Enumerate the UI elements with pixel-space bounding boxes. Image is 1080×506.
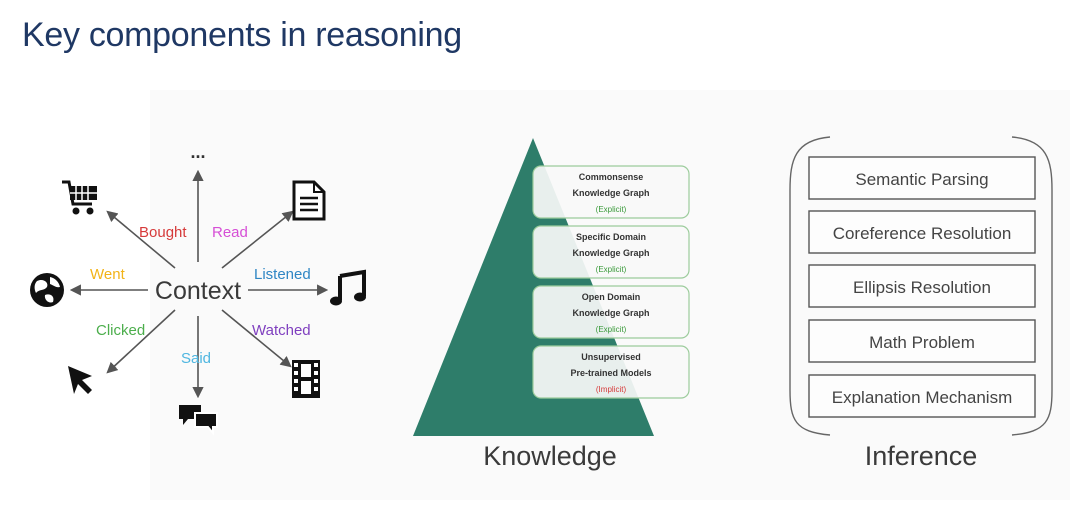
knowledge-pyramid: Commonsense Knowledge Graph (Explicit) S… (413, 138, 690, 471)
layer-card-specific-domain: Specific Domain Knowledge Graph (Explici… (532, 225, 690, 279)
layer-tag: (Explicit) (596, 205, 627, 214)
inference-item-label: Coreference Resolution (833, 224, 1012, 243)
top-ellipsis: ... (190, 142, 205, 162)
left-brace (789, 136, 831, 436)
spoke-label-listened: Listened (254, 266, 311, 283)
context-center-label: Context (155, 277, 241, 305)
layer-line1: Unsupervised (581, 352, 641, 362)
context-diagram: Context ... Bought Read Went Listened Cl… (30, 142, 366, 436)
arrow-bought (106, 210, 176, 269)
shopping-cart-icon (62, 180, 97, 215)
inference-item-label: Math Problem (869, 333, 975, 352)
film-icon (292, 360, 320, 398)
layer-line2: Pre-trained Models (570, 368, 651, 378)
inference-item-label: Ellipsis Resolution (853, 278, 991, 297)
layer-card-commonsense: Commonsense Knowledge Graph (Explicit) (532, 165, 690, 219)
layer-tag: (Implicit) (596, 385, 627, 394)
layer-line1: Open Domain (582, 292, 641, 302)
inference-item-ellipsis-resolution: Ellipsis Resolution (808, 264, 1036, 308)
inference-caption: Inference (865, 441, 978, 471)
layer-card-unsupervised: Unsupervised Pre-trained Models (Implici… (532, 345, 690, 399)
globe-icon (30, 273, 64, 307)
arrow-read (221, 210, 294, 269)
spoke-label-clicked: Clicked (96, 322, 145, 339)
spoke-label-watched: Watched (252, 322, 311, 339)
layer-line1: Commonsense (579, 172, 644, 182)
layer-card-open-domain: Open Domain Knowledge Graph (Explicit) (532, 285, 690, 339)
inference-item-math-problem: Math Problem (808, 319, 1036, 363)
inference-item-explanation-mechanism: Explanation Mechanism (808, 374, 1036, 418)
layer-line2: Knowledge Graph (572, 188, 649, 198)
document-icon (292, 180, 326, 221)
slide-title: Key components in reasoning (22, 16, 462, 54)
layer-line1: Specific Domain (576, 232, 646, 242)
inference-item-semantic-parsing: Semantic Parsing (808, 156, 1036, 200)
chat-bubbles-icon (179, 405, 218, 436)
spoke-label-went: Went (90, 266, 126, 283)
spoke-label-read: Read (212, 224, 248, 241)
right-brace (1011, 136, 1053, 436)
spoke-label-bought: Bought (139, 224, 187, 241)
knowledge-caption: Knowledge (483, 441, 617, 471)
inference-item-coreference-resolution: Coreference Resolution (808, 210, 1036, 254)
layer-line2: Knowledge Graph (572, 248, 649, 258)
inference-group: Semantic Parsing Coreference Resolution … (789, 136, 1053, 471)
layer-tag: (Explicit) (596, 265, 627, 274)
arrow-watched (221, 309, 292, 368)
inference-item-label: Semantic Parsing (855, 170, 988, 189)
music-note-icon (330, 269, 366, 306)
layer-tag: (Explicit) (596, 325, 627, 334)
arrow-clicked (106, 309, 176, 374)
cursor-icon (68, 366, 92, 394)
inference-item-label: Explanation Mechanism (832, 388, 1012, 407)
spoke-label-said: Said (181, 350, 211, 367)
layer-line2: Knowledge Graph (572, 308, 649, 318)
